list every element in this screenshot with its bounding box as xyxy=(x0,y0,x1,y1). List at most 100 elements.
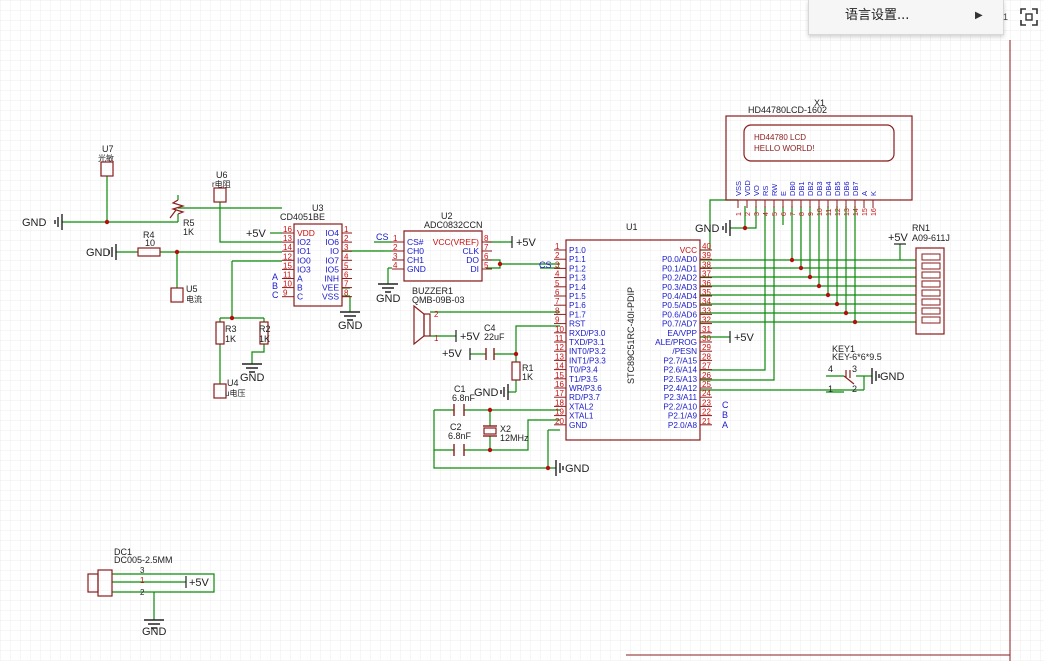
svg-text:U4: U4 xyxy=(227,378,239,388)
pin-number: 21 xyxy=(702,417,711,426)
pin-name: A xyxy=(860,191,869,196)
pin-name: VDD xyxy=(743,180,752,196)
pin-name: IO5 xyxy=(325,264,339,274)
pin-name: P1.6 xyxy=(569,301,586,310)
gnd-symbol[interactable]: GND xyxy=(555,460,590,476)
gnd-symbol[interactable]: GND xyxy=(240,363,265,384)
capacitor-c2[interactable]: C2 6.8nF xyxy=(448,422,472,456)
pin-name: VCC(VREF) xyxy=(433,237,479,247)
pin-number: 29 xyxy=(702,343,711,352)
pin-name: DB6 xyxy=(842,181,851,196)
pin-number: 13 xyxy=(283,234,292,243)
sensor-u4[interactable]: U4 u电压 xyxy=(213,378,245,399)
pin-number: 17 xyxy=(555,389,564,398)
pin-name: DB4 xyxy=(824,181,833,196)
pin-name: ALE/PROG xyxy=(655,338,697,347)
pin-name: WR/P3.6 xyxy=(569,384,602,393)
gnd-symbol[interactable]: GND xyxy=(142,619,167,638)
focus-frame-icon[interactable] xyxy=(1018,6,1040,28)
resistor-r4[interactable]: R4 10 xyxy=(137,230,161,257)
pin-name: RW xyxy=(770,183,779,196)
svg-text:U5: U5 xyxy=(186,284,198,294)
potentiometer-r5[interactable]: R5 1K xyxy=(169,199,195,237)
resistor-r2[interactable]: R2 1K xyxy=(259,321,271,345)
sensor-u7[interactable]: U7 光敏 xyxy=(98,144,114,177)
sensor-u5[interactable]: U5 电流 xyxy=(170,284,202,304)
pin-number: 1 xyxy=(736,212,743,216)
pin-name: P0.2/AD2 xyxy=(662,274,697,283)
gnd-symbol[interactable]: GND xyxy=(871,368,905,384)
resistor-r3[interactable]: R3 1K xyxy=(215,321,237,345)
pin-number: 35 xyxy=(702,288,711,297)
net-label-b: B xyxy=(722,410,728,420)
lcd-line-2: HELLO WORLD! xyxy=(754,144,814,153)
pin-number: 12 xyxy=(283,252,292,261)
pin-number: 33 xyxy=(702,306,711,315)
pin-number: 32 xyxy=(702,316,711,325)
pin-name: DB7 xyxy=(851,181,860,196)
svg-text:2: 2 xyxy=(434,310,439,319)
pin-number: 16 xyxy=(871,208,878,216)
lcd-x1[interactable]: X1 HD44780LCD-1602 HD44780 LCD HELLO WOR… xyxy=(725,98,913,216)
pin-number: 2 xyxy=(393,243,398,252)
svg-text:X1: X1 xyxy=(814,98,825,108)
pin-number: 22 xyxy=(702,408,711,417)
push-button-key1[interactable]: KEY1 KEY-6*6*9.5 4 3 1 2 xyxy=(828,344,882,394)
net-label-c: C xyxy=(722,400,729,410)
gnd-symbol[interactable]: GND xyxy=(22,214,63,230)
pin-name: P2.7/A15 xyxy=(663,356,697,365)
vcc-label[interactable]: +5V xyxy=(729,331,755,344)
pin-name: IO3 xyxy=(297,264,311,274)
vcc-label[interactable]: +5V xyxy=(442,348,471,360)
gnd-symbol[interactable]: GND xyxy=(474,384,509,400)
pin-name: P2.2/A10 xyxy=(663,402,697,411)
pin-name: TXD/P3.1 xyxy=(569,338,605,347)
buzzer[interactable]: BUZZER1 QMB-09B-03 2 1 xyxy=(412,286,465,346)
pin-name: RST xyxy=(569,320,585,329)
pin-name: IO0 xyxy=(297,255,311,265)
pin-name: P0.7/AD7 xyxy=(662,320,697,329)
sensor-u6[interactable]: U6 r电阻 xyxy=(212,170,231,203)
gnd-symbol[interactable]: GND xyxy=(376,283,401,305)
pin-name: CS# xyxy=(407,237,424,247)
pin-number: 4 xyxy=(344,252,349,261)
dc-jack-dc1[interactable]: DC1 DC005-2.5MM 3 1 2 xyxy=(87,547,173,597)
gnd-symbol[interactable]: GND xyxy=(695,220,731,236)
vcc-label[interactable]: +5V xyxy=(511,236,537,249)
svg-text:GND: GND xyxy=(86,247,111,259)
gnd-symbol[interactable]: GND xyxy=(86,244,117,260)
pin-number: 9 xyxy=(808,212,815,216)
svg-text:C4: C4 xyxy=(484,323,496,333)
pin-number: 5 xyxy=(344,261,349,270)
menu-item-language-settings[interactable]: 语言设置... ▶ xyxy=(809,2,1003,30)
resistor-r1[interactable]: R1 1K xyxy=(511,361,534,382)
pin-number: 1 xyxy=(344,225,349,234)
pin-number: 37 xyxy=(702,270,711,279)
pin-name: INH xyxy=(324,274,339,284)
pin-name: VSS xyxy=(322,292,339,302)
pin-number: 10 xyxy=(283,280,292,289)
svg-text:U3: U3 xyxy=(312,203,324,213)
svg-text:A09-611J: A09-611J xyxy=(912,233,950,243)
vcc-label[interactable]: +5V xyxy=(246,228,267,240)
crystal-x2[interactable]: X2 12MHz xyxy=(483,424,529,443)
vcc-label[interactable]: +5V xyxy=(888,232,909,245)
svg-text:+5V: +5V xyxy=(246,228,267,240)
capacitor-c4[interactable]: C4 22uF xyxy=(484,323,505,360)
resistor-network-rn1[interactable]: RN1 A09-611J xyxy=(912,223,950,335)
vcc-label[interactable]: +5V xyxy=(185,576,210,589)
pin-name: DO xyxy=(466,255,479,265)
svg-text:+5V: +5V xyxy=(734,332,755,344)
svg-text:1: 1 xyxy=(828,384,833,394)
gnd-symbol[interactable]: GND xyxy=(338,311,363,332)
svg-text:u电压: u电压 xyxy=(225,388,245,398)
network-resistor xyxy=(921,280,941,288)
vcc-label[interactable]: +5V xyxy=(455,330,481,343)
pin-name: P1.4 xyxy=(569,283,586,292)
capacitor-c1[interactable]: C1 6.8nF xyxy=(452,384,476,416)
